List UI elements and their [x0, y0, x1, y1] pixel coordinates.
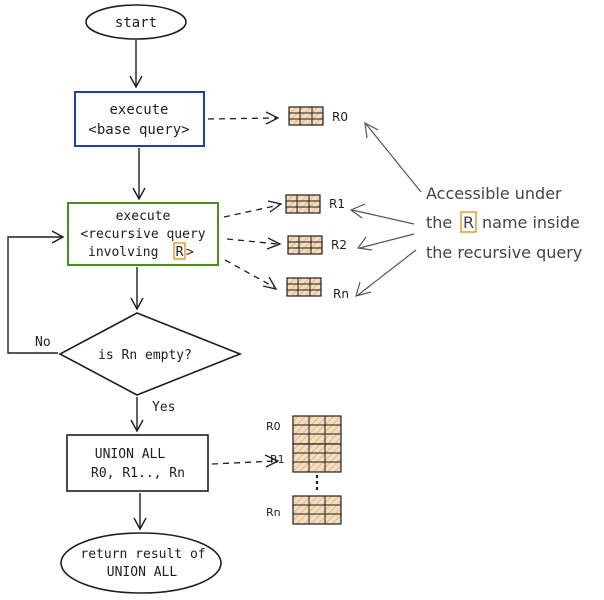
table-r2 — [287, 235, 323, 255]
no-label: No — [35, 335, 51, 350]
annotation-accessible: Accessible under the R name inside the r… — [426, 184, 582, 262]
annotation-r-highlight — [460, 211, 477, 233]
union-rect — [66, 434, 209, 492]
arrow-start-to-base — [129, 40, 143, 89]
recursive-query-line3: involving — [88, 245, 158, 260]
recursive-query-box: execute <recursive query involving R > — [67, 202, 219, 266]
decision-node: is Rn empty? — [58, 312, 243, 396]
decision-label: is Rn empty? — [98, 348, 192, 363]
arrow-base-to-r0 — [207, 111, 280, 125]
end-line1: return result of — [80, 547, 205, 562]
yes-label: Yes — [152, 400, 175, 415]
annotation-arrows — [349, 121, 422, 297]
arrow-base-to-recursive — [132, 148, 146, 201]
r-highlight-box — [173, 242, 186, 260]
arrow-union-to-result — [211, 454, 280, 468]
recursive-query-line1: execute — [116, 209, 171, 224]
base-query-rect — [74, 91, 205, 147]
recursive-query-rect — [67, 202, 219, 266]
result-table-rn — [292, 495, 342, 525]
arrow-yes — [130, 397, 144, 433]
result-table-rn-label: Rn — [266, 506, 281, 519]
start-label: start — [115, 15, 157, 31]
arrows-recursive-to-tables — [223, 200, 283, 290]
base-query-line2: <base query> — [88, 122, 189, 138]
result-table-r0-label: R0 — [266, 420, 281, 433]
annotation-line2-r: R — [463, 213, 474, 232]
end-line2: UNION ALL — [107, 565, 178, 580]
arrow-no-loop — [7, 230, 65, 354]
end-ellipse — [60, 532, 222, 594]
union-line2: R0, R1.., Rn — [91, 466, 185, 481]
recursive-query-close: > — [186, 245, 194, 260]
base-query-line1: execute — [109, 102, 168, 118]
table-rn — [286, 277, 322, 297]
table-r0-label: R0 — [332, 110, 348, 124]
table-r0 — [288, 106, 324, 126]
annotation-line2-suffix: name inside — [482, 213, 580, 232]
end-node: return result of UNION ALL — [60, 532, 222, 594]
start-node: start — [85, 4, 187, 40]
table-rn-label: Rn — [333, 287, 349, 301]
result-table-r1 — [292, 443, 342, 473]
annotation-line3: the recursive query — [426, 243, 582, 262]
annotation-line2-prefix: the — [426, 213, 452, 232]
recursive-query-line2: <recursive query — [80, 227, 205, 242]
table-r2-label: R2 — [331, 238, 347, 252]
base-query-box: execute <base query> — [74, 91, 205, 147]
table-r1-label: R1 — [329, 197, 345, 211]
union-line1: UNION ALL — [95, 447, 166, 462]
arrow-union-to-end — [133, 493, 147, 531]
arrow-recursive-to-decision — [130, 267, 144, 311]
result-table-r1-label: R1 — [270, 453, 285, 466]
table-r1 — [285, 194, 321, 214]
result-table-r0 — [292, 415, 342, 445]
annotation-line1: Accessible under — [426, 184, 562, 203]
recursive-query-r: R — [176, 245, 184, 260]
decision-diamond — [58, 312, 243, 396]
union-box: UNION ALL R0, R1.., Rn — [66, 434, 209, 492]
start-ellipse — [85, 4, 187, 40]
